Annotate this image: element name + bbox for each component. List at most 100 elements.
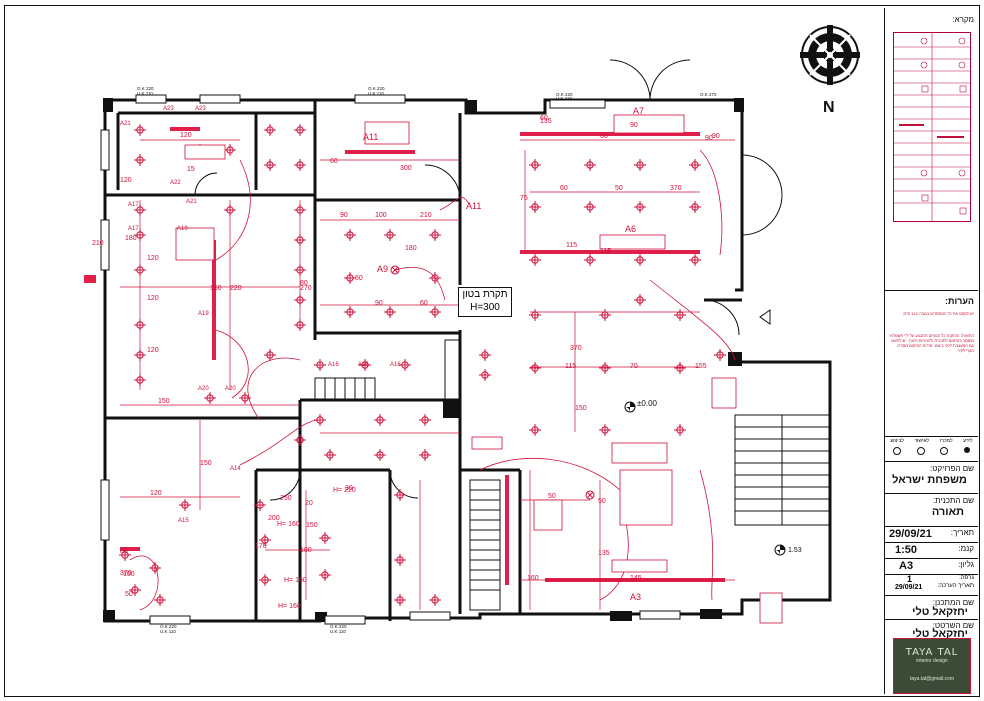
dimension-label: 115 [565,363,576,370]
light-fixture [294,124,306,136]
status-tender-radio [940,447,949,455]
plan-name-label: שם התכנית: [932,496,974,505]
dimension-label: 75 [520,195,528,202]
light-fixture [134,124,146,136]
light-fixture [529,159,541,171]
wall-mark-label: U.K 110 [368,91,384,96]
light-fixture [344,272,356,284]
light-fixture [374,414,386,426]
light-fixture [429,306,441,318]
status-execution-radio [892,447,901,455]
designer-logo: TAYA TAL interior design taya.tal@gmail.… [893,638,971,694]
wall-mark-label: O.K 220 [160,624,177,629]
floor-plan: 1201512018021012012012090100210300601806… [84,25,860,634]
dimension-label: 115 [566,242,577,249]
sheet-frame [4,5,980,697]
fixture-label: A19 [177,226,188,232]
dimension-label: 120 [147,255,159,262]
light-fixture [319,569,331,581]
light-fixture [674,424,686,436]
dimension-label: 90 [375,300,383,307]
dimension-label: 50 [615,185,623,192]
dimension-label: 180 [405,245,417,252]
dimension-label: 50 [598,498,606,505]
fixture-label: A3 [630,592,641,602]
light-fixture [689,159,701,171]
dimension-label: 370 [120,570,132,577]
light-fixture [394,489,406,501]
fixture-label: A21 [186,199,197,205]
light-fixture [394,594,406,606]
dimension-label: 300 [400,165,412,172]
dimension-label: 220 [230,285,242,292]
light-fixture [129,584,141,596]
drafter-name: יחזקאל טלי [912,628,968,640]
level-marker-stair: 1.53 [774,544,802,556]
legend [893,32,971,222]
dimension-label: 20 [305,500,313,507]
light-fixture [689,201,701,213]
height-label: H= 220 [333,487,356,494]
light-fixture [179,499,191,511]
light-fixture [224,144,236,156]
light-fixture [429,594,441,606]
dimension-label: 150 [575,405,587,412]
fixture-label: A23 [195,106,206,112]
wall-mark-label: O.K 220 [137,86,154,91]
dimension-label: 210 [92,240,104,247]
status-approval-radio [916,447,925,455]
legend-title: מקרא: [952,15,974,24]
light-fixture [264,349,276,361]
light-fixture [584,159,596,171]
light-fixture [634,159,646,171]
dimension-label: 60 [560,185,568,192]
dimension-label: 90 [705,135,713,142]
status-info-radio [964,447,971,453]
project-name-label: שם הפרויקט: [929,464,974,473]
fixture-label: A11 [466,201,481,211]
dimension-label: 80 [300,280,308,287]
wall-fills [103,98,744,622]
dimension-label: 90 [340,212,348,219]
dimension-label: 60 [600,133,608,140]
dimension-label: 120 [180,132,192,139]
light-fixture [599,424,611,436]
fixture-label: A16 [358,362,369,368]
light-fixture [149,562,161,574]
annotation-boxes [175,114,783,624]
light-fixture [314,359,326,371]
status-execution: לביצוע [890,438,904,444]
dimension-label: 90 [630,122,638,129]
dimension-label: 100 [300,547,312,554]
plan-name: תאורה [931,506,964,518]
height-label: H= 160 [278,603,301,610]
light-fixture [529,201,541,213]
light-fixture [674,309,686,321]
fixture-label: A19 [198,311,209,317]
light-fixture [529,362,541,374]
light-fixture [429,229,441,241]
light-fixture [419,449,431,461]
light-fixture [374,449,386,461]
fixture-label: A21 [120,121,131,127]
ceiling-note-line1: תקרת בטון [462,289,508,300]
sheet-row: גליון:A3 [899,560,974,572]
fixture-label: A23 [163,106,174,112]
section-arrow-icon [759,309,771,325]
light-fixture [259,574,271,586]
fixture-label: A16 [390,362,401,368]
ceiling-note-line2: H=300 [470,302,500,313]
height-label: H= 160 [277,521,300,528]
status-tender: למכרז [939,438,953,444]
dimension-label: 120 [120,177,132,184]
date-row: תאריך:29/09/21 [889,528,974,540]
light-fixture [119,549,131,561]
light-fixture [674,362,686,374]
fixture-label: A20 [198,386,209,392]
dimension-label: 150 [158,398,170,405]
light-fixture [384,306,396,318]
light-fixture [634,294,646,306]
light-fixture [294,434,306,446]
wall-mark-label: O.K 220 [368,86,385,91]
